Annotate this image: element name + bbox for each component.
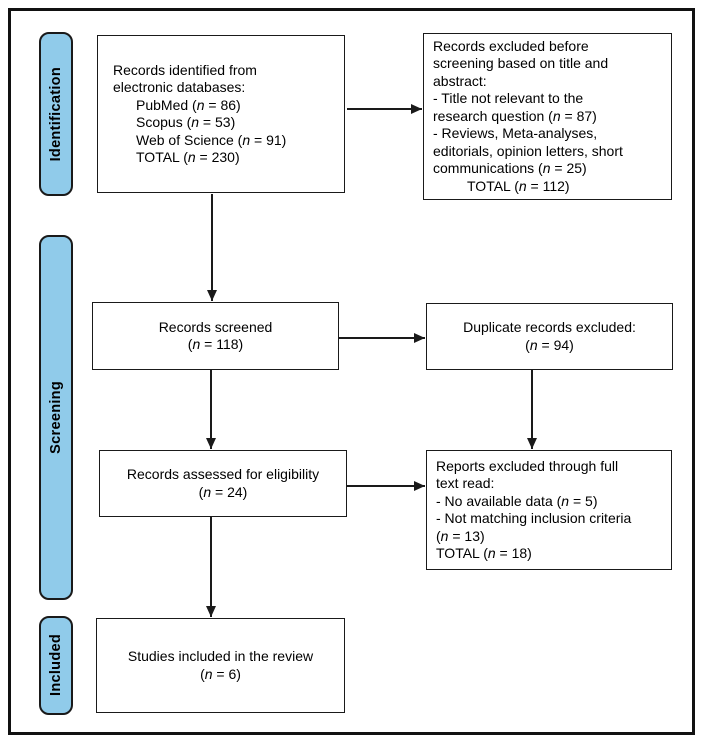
box-records-screened: Records screened(n = 118) [92,302,339,370]
box-line: PubMed (n = 86) [136,96,241,113]
box-studies-included: Studies included in the review(n = 6) [96,618,345,713]
box-line: Records identified from [113,61,257,78]
box-line: research question (n = 87) [433,107,597,124]
box-line: Web of Science (n = 91) [136,131,287,148]
box-line: TOTAL (n = 230) [136,149,240,165]
box-line: editorials, opinion letters, short [433,142,623,159]
box-line: screening based on title and [433,55,609,72]
box-duplicate-records-excluded: Duplicate records excluded:(n = 94) [426,303,673,370]
box-line: TOTAL (n = 18) [436,545,532,561]
box-line: electronic databases: [113,79,246,95]
box-line: Records assessed for eligibility [126,466,320,482]
box-line: - No available data (n = 5) [436,492,598,509]
box-line: TOTAL (n = 112) [467,177,570,194]
stage-label-identification: Identification [39,32,73,196]
stage-label-included-text: Included [48,634,64,697]
box-line: (n = 118) [187,336,244,352]
box-line: communications (n = 25) [433,160,587,177]
box-line: Studies included in the review [127,648,314,664]
arrow-eligibility-to-fulltext [347,485,425,487]
box-line: Records screened [158,318,273,335]
box-line: - Reviews, Meta-analyses, [433,125,598,142]
box-line: Duplicate records excluded: [463,319,636,335]
arrow-duplicates-to-fulltext [531,370,533,449]
arrow-screened-to-eligibility [210,370,212,449]
box-line: (n = 94) [525,336,574,353]
box-line: text read: [436,475,495,491]
box-line: - Not matching inclusion criteria [436,510,632,526]
box-line: (n = 24) [198,483,248,500]
stage-label-screening: Screening [39,235,73,600]
stage-label-identification-text: Identification [48,66,64,162]
box-line: Reports excluded through full [436,457,619,474]
diagram-outer-border [8,8,695,735]
stage-label-included: Included [39,616,73,715]
box-line: abstract: [433,72,487,89]
box-line: Records excluded before [433,37,589,54]
box-line: - Title not relevant to the [433,90,584,107]
arrow-identified-to-excluded [347,108,422,110]
box-line: (n = 13) [436,527,485,544]
stage-label-screening-text: Screening [48,381,64,454]
arrow-identified-to-screened [211,194,213,301]
box-line: Scopus (n = 53) [136,114,236,130]
box-line: (n = 6) [200,665,241,682]
arrow-eligibility-to-included [210,517,212,617]
box-records-assessed-eligibility: Records assessed for eligibility(n = 24) [99,450,347,517]
arrow-screened-to-duplicates [339,337,425,339]
